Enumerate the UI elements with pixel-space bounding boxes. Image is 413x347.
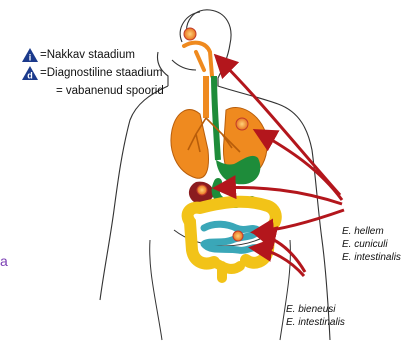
species-label: E. hellem <box>342 225 401 238</box>
infective-stage-symbol: i <box>29 53 32 63</box>
lower-species-group: E. bieneusi E. intestinalis <box>286 303 345 329</box>
spore-lung <box>236 118 248 130</box>
species-label: E. cuniculi <box>342 238 401 251</box>
small-intestine <box>204 224 258 250</box>
infective-stage-triangle-icon: i <box>22 48 38 62</box>
nasal-passage <box>184 43 212 76</box>
spore-nose <box>184 28 196 40</box>
edge-text: a <box>0 253 8 269</box>
legend-diagnostic-stage: d =Diagnostiline staadium <box>22 66 162 80</box>
species-label: E. bieneusi <box>286 303 345 316</box>
spore-intestine <box>233 231 243 241</box>
diagnostic-stage-triangle-icon: d <box>22 66 38 80</box>
species-label: E. intestinalis <box>286 316 345 329</box>
legend-infective-stage: i =Nakkav staadium <box>22 48 135 62</box>
diagnostic-stage-symbol: d <box>27 71 33 81</box>
infective-stage-label: =Nakkav staadium <box>40 49 135 61</box>
rectum <box>214 262 240 278</box>
legend-released-spores: = vabanenud spoorid <box>56 85 164 97</box>
esophagus <box>214 76 218 160</box>
upper-species-group: E. hellem E. cuniculi E. intestinalis <box>342 225 401 264</box>
left-lung <box>171 110 209 179</box>
species-label: E. intestinalis <box>342 251 401 264</box>
diagnostic-stage-label: =Diagnostiline staadium <box>40 67 162 79</box>
released-spores-label: = vabanenud spoorid <box>56 85 164 97</box>
spore-liver <box>197 185 207 195</box>
